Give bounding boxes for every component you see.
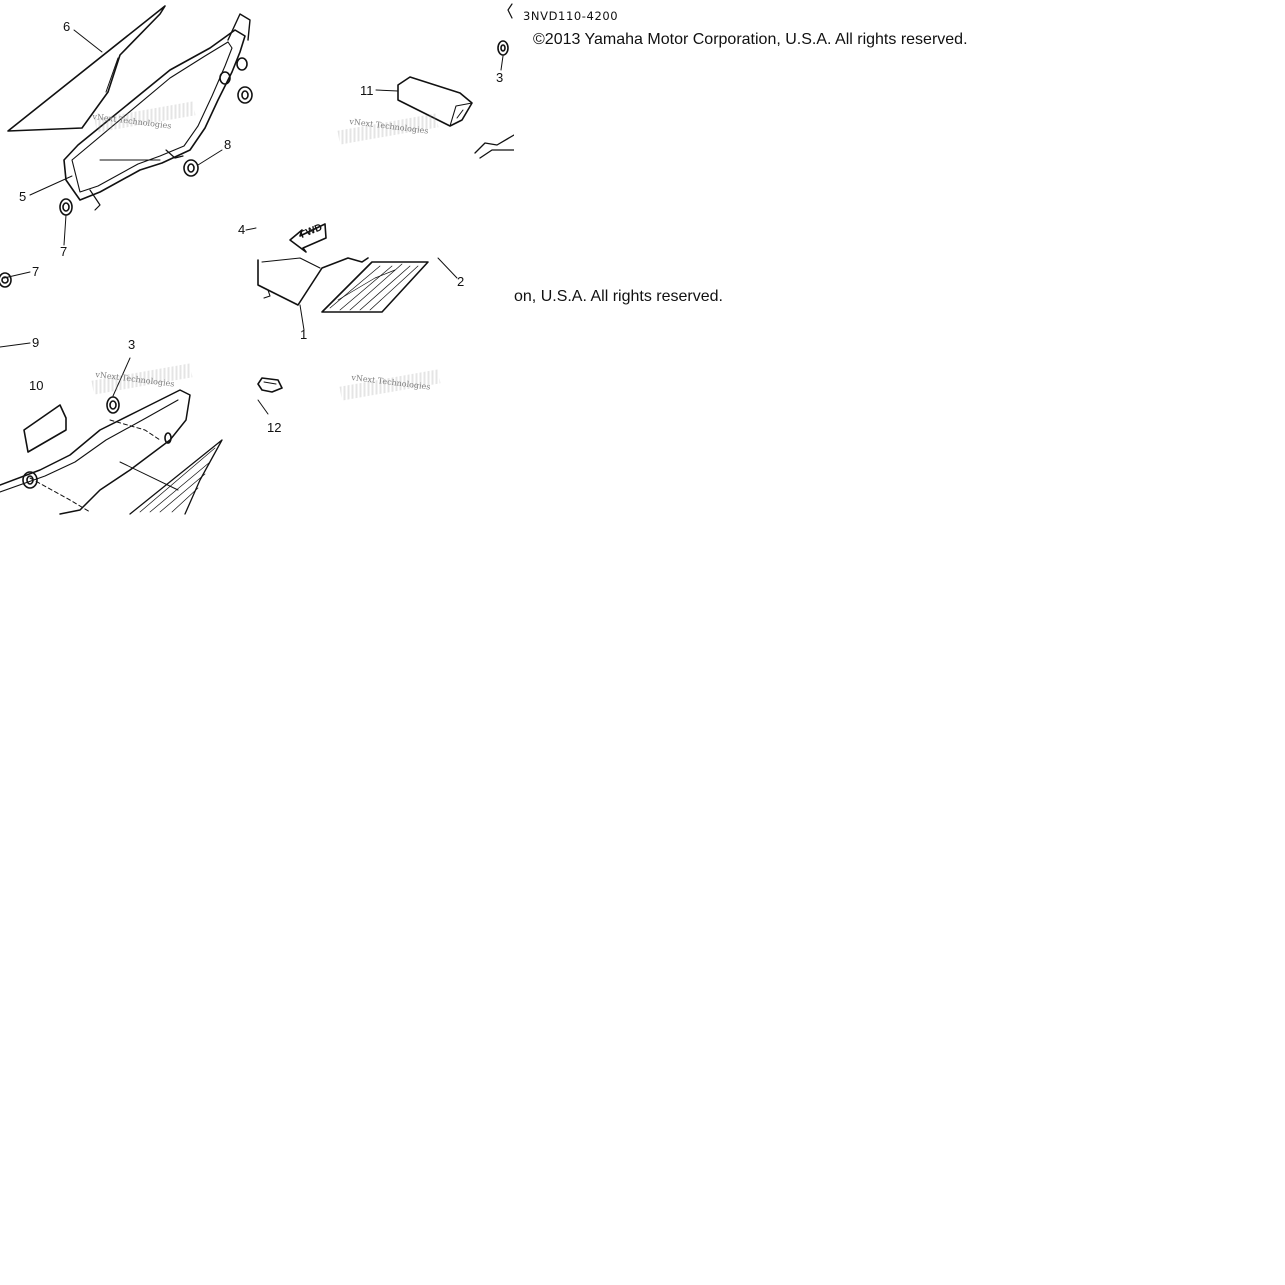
decal-part-6 bbox=[7, 5, 166, 132]
bolt-part-right bbox=[474, 134, 515, 159]
part-code: 3NVD110-4200 bbox=[523, 9, 619, 23]
callout-12: 12 bbox=[267, 420, 282, 435]
callout-2: 2 bbox=[457, 274, 465, 289]
parts-drawing bbox=[0, 0, 520, 515]
callout-11: 11 bbox=[360, 83, 374, 98]
copyright-text-continued: on, U.S.A. All rights reserved. bbox=[514, 288, 723, 305]
callout-5: 5 bbox=[19, 189, 27, 204]
grommet-part-7-b bbox=[0, 272, 12, 288]
grommet-part-3-lower bbox=[22, 396, 172, 489]
copyright-text: ©2013 Yamaha Motor Corporation, U.S.A. A… bbox=[533, 31, 968, 48]
callout-9: 9 bbox=[32, 335, 40, 350]
grommet-part-3-top bbox=[497, 40, 509, 56]
callout-3: 3 bbox=[128, 337, 136, 352]
callout-4: 4 bbox=[238, 222, 246, 237]
decal-lower bbox=[129, 439, 223, 515]
callout-1: 1 bbox=[300, 327, 308, 342]
callout-7: 7 bbox=[60, 244, 68, 259]
side-cover-part-1 bbox=[257, 257, 369, 306]
strap-part-12 bbox=[257, 377, 283, 393]
grommet-part-7 bbox=[59, 198, 73, 216]
callout-3b: 3 bbox=[496, 70, 504, 85]
callout-8: 8 bbox=[224, 137, 232, 152]
tool-plate-part-11 bbox=[397, 76, 473, 127]
label-part-10 bbox=[23, 404, 67, 453]
callout-6: 6 bbox=[63, 19, 71, 34]
callout-10: 10 bbox=[29, 378, 44, 393]
grommet-part-8 bbox=[183, 57, 253, 177]
decal-part-2 bbox=[321, 261, 429, 313]
fwd-arrow bbox=[289, 223, 327, 253]
parts-diagram: vNext Technologies vNext Technologies vN… bbox=[0, 0, 968, 520]
callout-7b: 7 bbox=[32, 264, 40, 279]
